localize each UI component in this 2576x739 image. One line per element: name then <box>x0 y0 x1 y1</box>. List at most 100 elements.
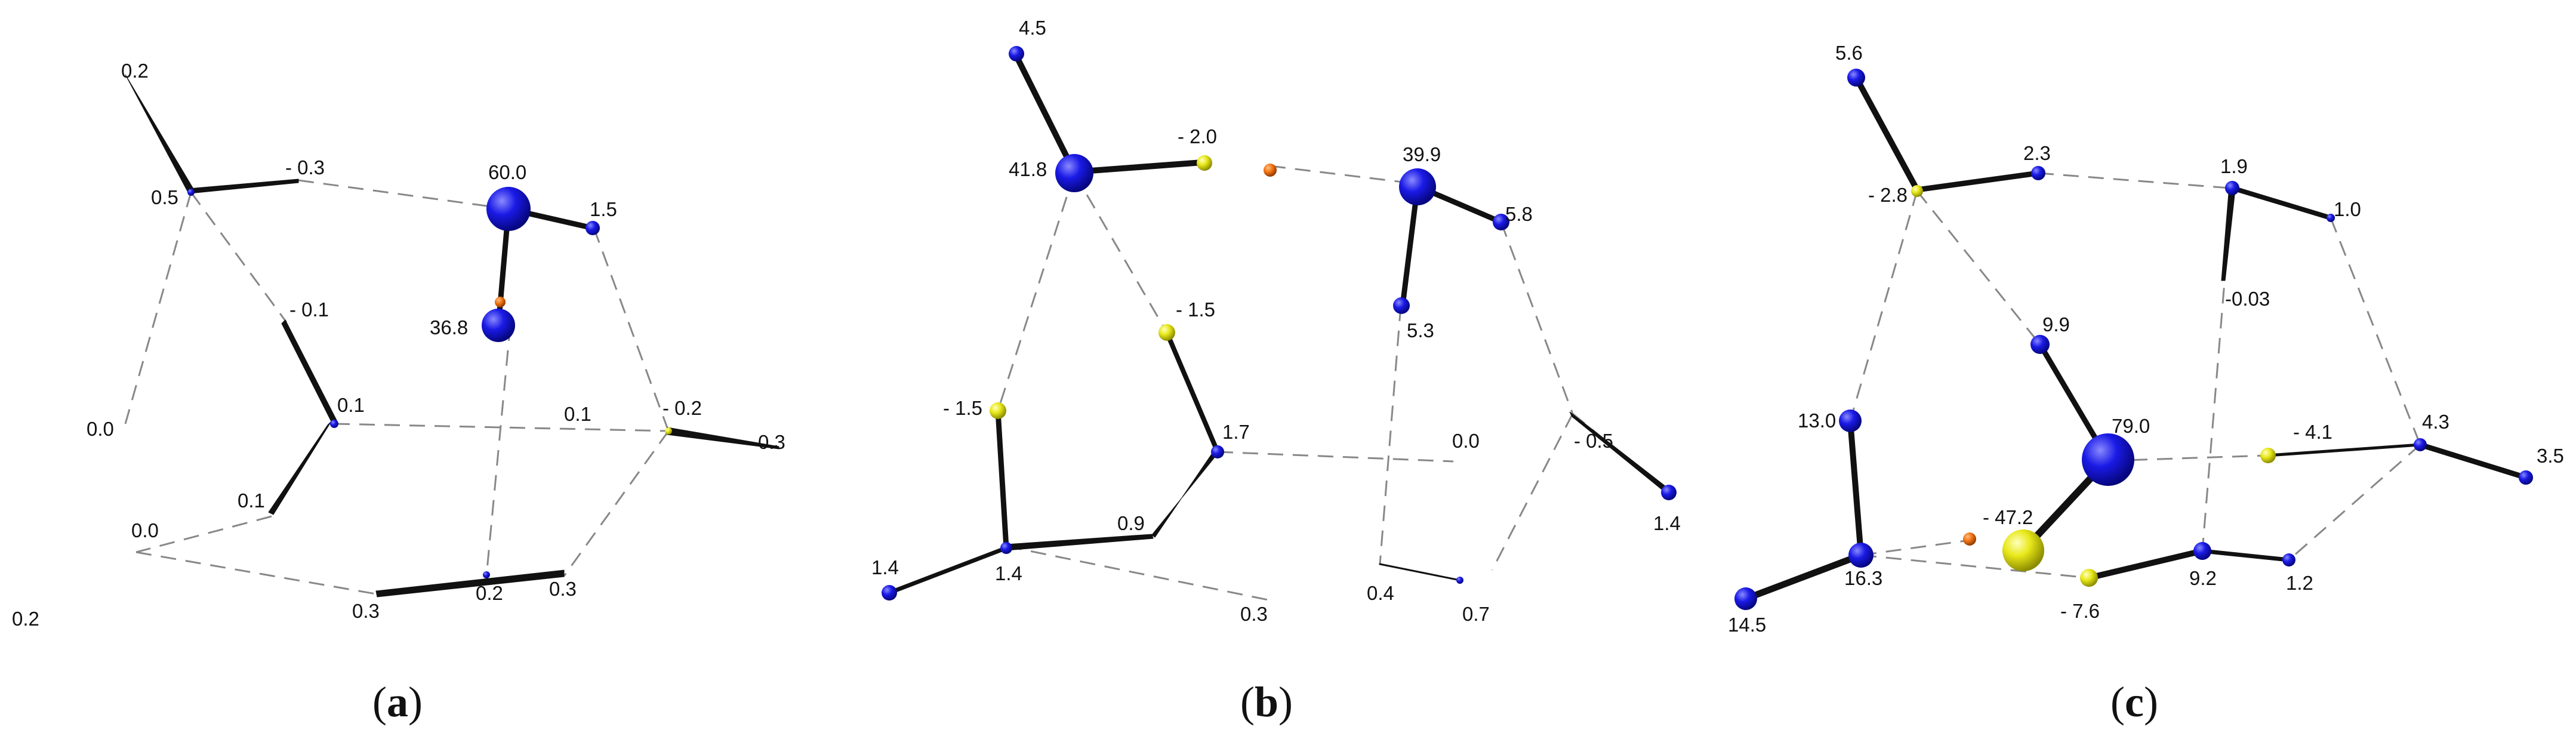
atoms <box>882 46 1677 601</box>
atom-sphere <box>882 585 897 601</box>
bond-paths <box>1742 75 2529 602</box>
caption-close: ) <box>2144 678 2158 726</box>
atom-value-label: 0.0 <box>131 519 159 541</box>
atom-value-label: 14.5 <box>1728 614 1766 636</box>
atom-sphere <box>187 189 195 196</box>
atom-sphere <box>586 221 600 235</box>
atom-sphere <box>2414 438 2427 451</box>
caption-letter: c <box>2125 678 2144 726</box>
atom-value-label: 0.1 <box>337 394 365 416</box>
atom-sphere <box>990 402 1006 419</box>
atom-value-label: 0.3 <box>352 600 380 622</box>
atom-sphere <box>2282 553 2295 566</box>
atom-value-label: 9.9 <box>2042 313 2070 335</box>
bond-paths <box>1006 411 1672 551</box>
atom-value-label: -0.03 <box>2225 288 2270 310</box>
atom-value-label: 0.1 <box>564 403 591 425</box>
panel-caption: (c) <box>2110 678 2158 726</box>
atom-value-label: 1.2 <box>2286 572 2313 594</box>
atom-value-label: 0.2 <box>476 582 503 604</box>
atom-value-label: - 7.6 <box>2060 600 2100 622</box>
critical-point <box>1264 164 1277 177</box>
contact-paths <box>1849 172 2421 579</box>
atom-value-label: 5.8 <box>1505 203 1533 225</box>
atom-value-label: 1.5 <box>590 198 617 220</box>
atom-sphere <box>1911 185 1923 197</box>
atom-sphere <box>1211 445 1224 458</box>
atom-sphere <box>1848 543 1874 568</box>
atom-value-label: 0.2 <box>12 608 39 630</box>
atom-value-label: 4.5 <box>1019 17 1046 39</box>
atom-sphere <box>1661 485 1677 500</box>
atom-value-label: 5.6 <box>1835 42 1863 64</box>
atom-value-label: - 1.5 <box>1176 298 1215 321</box>
atom-value-label: - 1.5 <box>943 397 982 419</box>
caption-letter: a <box>387 678 408 726</box>
atom-value-label: - 0.5 <box>1574 430 1613 452</box>
atom-value-label: 3.5 <box>2537 445 2564 467</box>
atom-sphere <box>2002 529 2044 571</box>
atom-value-label: 41.8 <box>1009 158 1047 180</box>
atom-value-label: 16.3 <box>1844 567 1882 589</box>
atom-sphere <box>1158 324 1175 341</box>
caption-open: ( <box>2110 678 2125 726</box>
atom-value-label: 9.2 <box>2189 567 2217 589</box>
panel-a: 0.2 0.5 - 0.3 60.0 1.5 36.8 - 0.1 0.1 0.… <box>12 60 785 726</box>
atom-sphere <box>2327 214 2335 222</box>
atom-value-label: 2.3 <box>2023 142 2051 164</box>
atom-sphere <box>330 420 338 428</box>
atom-value-label: - 0.3 <box>285 156 325 178</box>
atom-value-label: 0.0 <box>87 418 114 440</box>
atom-value-label: 0.5 <box>151 186 178 208</box>
atom-sphere <box>1493 214 1509 230</box>
atom-value-label: - 0.2 <box>663 397 702 419</box>
bond-paths <box>2221 186 2236 281</box>
atom-sphere <box>2082 433 2134 486</box>
atom-value-label: 0.3 <box>1240 603 1268 625</box>
atom-sphere <box>1734 587 1757 610</box>
atom-value-label: 5.3 <box>1407 319 1434 341</box>
atom-value-label: - 2.8 <box>1868 184 1908 206</box>
atom-sphere <box>483 571 490 578</box>
contact-paths <box>997 165 1669 601</box>
panel-caption: (a) <box>372 678 423 726</box>
atom-sphere <box>486 187 531 231</box>
atom-sphere <box>2031 166 2045 180</box>
atom-value-label: - 47.2 <box>1983 506 2033 528</box>
critical-point <box>495 297 506 307</box>
atom-sphere <box>2225 181 2239 195</box>
atom-value-label: 4.3 <box>2422 411 2449 433</box>
panel-caption: (b) <box>1240 678 1293 726</box>
critical-point <box>1963 532 1976 546</box>
atom-sphere <box>2080 569 2098 587</box>
atom-sphere <box>2260 448 2276 463</box>
panel-b: 4.5 41.8 - 2.0 39.9 5.8 - 1.5 5.3 - 1.5 … <box>871 17 1681 726</box>
atom-value-label: - 0.1 <box>289 298 329 321</box>
atoms <box>187 187 672 578</box>
atom-sphere <box>1456 577 1463 584</box>
atom-sphere <box>1197 155 1212 171</box>
atom-value-label: 1.0 <box>2334 198 2361 220</box>
atom-value-label: 1.9 <box>2220 155 2248 177</box>
bond-paths <box>887 50 1504 595</box>
atom-value-label: 0.9 <box>1117 512 1145 534</box>
atom-value-label: 36.8 <box>430 316 468 338</box>
atom-value-label: 0.3 <box>758 431 785 453</box>
atom-value-labels: 4.5 41.8 - 2.0 39.9 5.8 - 1.5 5.3 - 1.5 … <box>871 17 1681 625</box>
atom-sphere <box>1393 297 1410 314</box>
atom-value-label: 0.0 <box>1452 430 1480 452</box>
caption-open: ( <box>1240 678 1255 726</box>
atom-sphere <box>2193 542 2211 560</box>
atom-value-label: 0.1 <box>238 489 265 512</box>
atom-sphere <box>1399 168 1436 205</box>
atom-value-label: 0.4 <box>1367 582 1394 604</box>
atom-sphere <box>482 309 515 342</box>
atom-value-labels: 0.2 0.5 - 0.3 60.0 1.5 36.8 - 0.1 0.1 0.… <box>12 60 785 630</box>
atom-value-label: 0.3 <box>549 578 577 600</box>
atom-value-label: 1.4 <box>995 562 1022 584</box>
atom-sphere <box>2519 470 2533 485</box>
atom-value-label: - 2.0 <box>1178 125 1217 147</box>
atom-value-label: 1.4 <box>1653 512 1681 534</box>
atom-value-label: 60.0 <box>488 161 526 183</box>
